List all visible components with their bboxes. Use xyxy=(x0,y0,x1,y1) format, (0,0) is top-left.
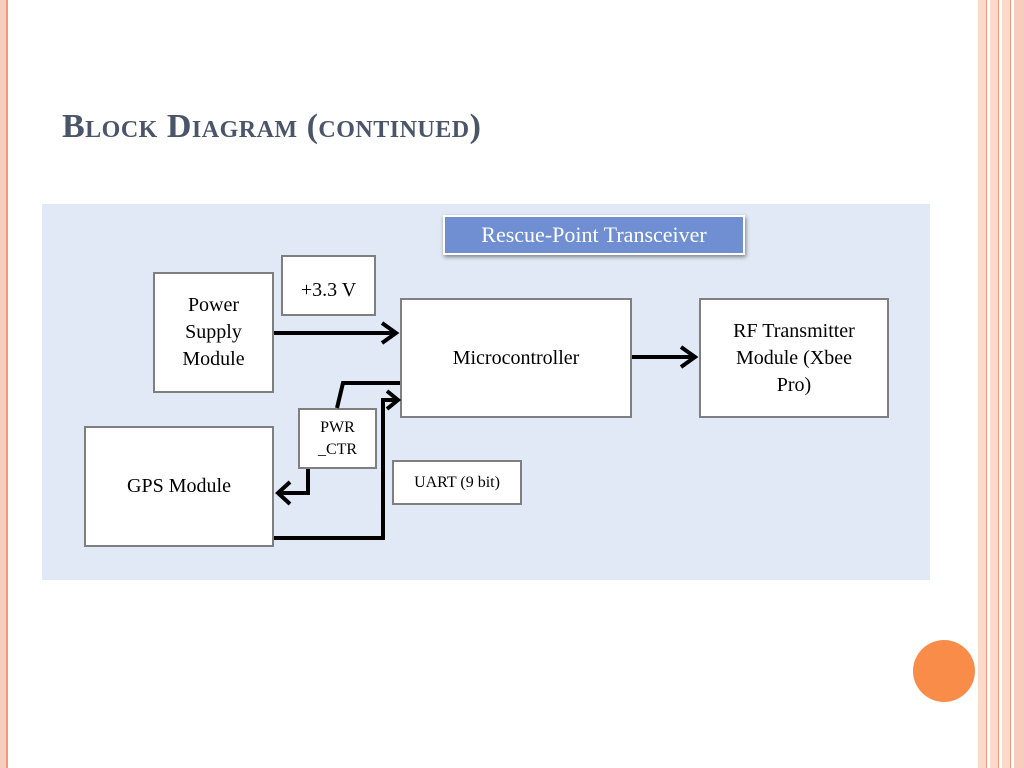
gps-to-mcu-arrow xyxy=(274,398,396,540)
uart-label-block: UART (9 bit) xyxy=(392,460,522,505)
power-supply-block: Power Supply Module xyxy=(153,272,274,393)
pwr-ctr-block: PWR _CTR xyxy=(298,408,377,469)
rf-transmitter-block: RF Transmitter Module (Xbee Pro) xyxy=(699,298,889,418)
diagram-banner: Rescue-Point Transceiver xyxy=(443,215,745,255)
voltage-label-block: +3.3 V xyxy=(281,255,376,316)
slide-title: Block Diagram (continued) xyxy=(62,108,482,145)
gps-module-block: GPS Module xyxy=(84,426,274,547)
accent-dot xyxy=(913,640,975,702)
pwr-ctr-wire xyxy=(335,381,400,409)
left-decor-stripe xyxy=(0,0,8,768)
microcontroller-block: Microcontroller xyxy=(400,298,632,418)
mcu-to-gps-arrow xyxy=(279,469,310,495)
right-decor-stripes xyxy=(976,0,1024,768)
